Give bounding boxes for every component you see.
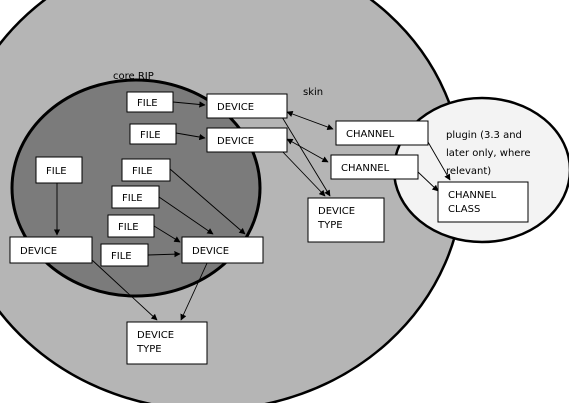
box-rect bbox=[335, 120, 429, 146]
skin-label: skin bbox=[303, 87, 323, 98]
box-rect bbox=[437, 181, 529, 223]
plugin-label-line-2: later only, where bbox=[446, 148, 531, 159]
edge-device-top-2-channel-2 bbox=[286, 138, 329, 163]
box-label: FILE bbox=[132, 166, 153, 177]
box-label: DEVICE bbox=[192, 246, 229, 257]
box-label: CLASS bbox=[448, 204, 480, 215]
box-device-mid: DEVICE bbox=[181, 236, 264, 264]
box-file-mid-4: FILE bbox=[100, 243, 149, 267]
core-rip-label: core RIP bbox=[113, 71, 154, 82]
box-label: CHANNEL bbox=[448, 190, 497, 201]
edge-file-top-1-to-device-top-1 bbox=[172, 101, 206, 108]
edge-file-mid-4-to-device-mid bbox=[147, 251, 181, 258]
box-rect bbox=[126, 91, 174, 113]
box-label: DEVICE bbox=[318, 206, 355, 217]
box-rect bbox=[330, 154, 419, 180]
box-label: TYPE bbox=[317, 220, 343, 231]
box-label: DEVICE bbox=[137, 330, 174, 341]
edge-device-top-1-channel-1 bbox=[286, 111, 334, 130]
box-label: FILE bbox=[122, 193, 143, 204]
box-channel-2: CHANNEL bbox=[330, 154, 419, 180]
box-file-left: FILE bbox=[35, 156, 83, 184]
box-rect bbox=[107, 214, 155, 238]
edge-file-mid-1-to-device-mid bbox=[169, 168, 246, 235]
edge-channel-2-to-channel-class bbox=[417, 171, 439, 192]
box-rect bbox=[121, 158, 171, 182]
box-channel-class: CHANNEL CLASS bbox=[437, 181, 529, 223]
box-device-top-1: DEVICE bbox=[206, 93, 288, 119]
box-label: FILE bbox=[46, 166, 67, 177]
box-rect bbox=[111, 185, 160, 209]
box-rect bbox=[206, 127, 288, 153]
box-channel-1: CHANNEL bbox=[335, 120, 429, 146]
edge-file-mid-2-to-device-mid bbox=[158, 196, 214, 235]
box-file-mid-1: FILE bbox=[121, 158, 171, 182]
node-boxes: FILE FILE DEVICE DEVICE FILE DEVICE FILE FILE FI… bbox=[9, 91, 529, 365]
box-label: FILE bbox=[118, 222, 139, 233]
edge-device-top-1-to-device-type-upper bbox=[281, 116, 331, 197]
edge-device-top-2-to-device-type-upper bbox=[279, 148, 326, 197]
box-rect bbox=[206, 93, 288, 119]
box-rect bbox=[100, 243, 149, 267]
box-rect bbox=[9, 236, 93, 264]
plugin-label-line-1: plugin (3.3 and bbox=[446, 130, 522, 141]
box-file-mid-2: FILE bbox=[111, 185, 160, 209]
box-rect bbox=[129, 123, 177, 145]
edge-channel-1-to-channel-class bbox=[427, 141, 451, 181]
box-rect bbox=[126, 321, 208, 365]
box-label: CHANNEL bbox=[346, 129, 395, 140]
edge-file-mid-3-to-device-mid bbox=[153, 225, 181, 243]
edge-device-mid-to-device-type-lower bbox=[180, 260, 209, 321]
box-file-top-1: FILE bbox=[126, 91, 174, 113]
box-label: FILE bbox=[111, 251, 132, 262]
box-device-type-lower: DEVICE TYPE bbox=[126, 321, 208, 365]
box-label: FILE bbox=[140, 130, 161, 141]
edges bbox=[53, 101, 451, 321]
box-device-type-upper: DEVICE TYPE bbox=[307, 197, 385, 243]
edge-file-top-2-to-device-top-2 bbox=[175, 132, 206, 141]
box-label: DEVICE bbox=[217, 102, 254, 113]
box-label: DEVICE bbox=[217, 136, 254, 147]
box-rect bbox=[307, 197, 385, 243]
box-label: FILE bbox=[137, 98, 158, 109]
plugin-label-line-3: relevant) bbox=[446, 166, 491, 177]
box-rect bbox=[35, 156, 83, 184]
box-rect bbox=[181, 236, 264, 264]
box-device-left: DEVICE bbox=[9, 236, 93, 264]
box-label: TYPE bbox=[136, 344, 162, 355]
box-label: DEVICE bbox=[20, 246, 57, 257]
edge-device-left-to-device-type-lower bbox=[91, 259, 158, 321]
box-file-mid-3: FILE bbox=[107, 214, 155, 238]
box-file-top-2: FILE bbox=[129, 123, 177, 145]
box-label: CHANNEL bbox=[341, 163, 390, 174]
box-device-top-2: DEVICE bbox=[206, 127, 288, 153]
